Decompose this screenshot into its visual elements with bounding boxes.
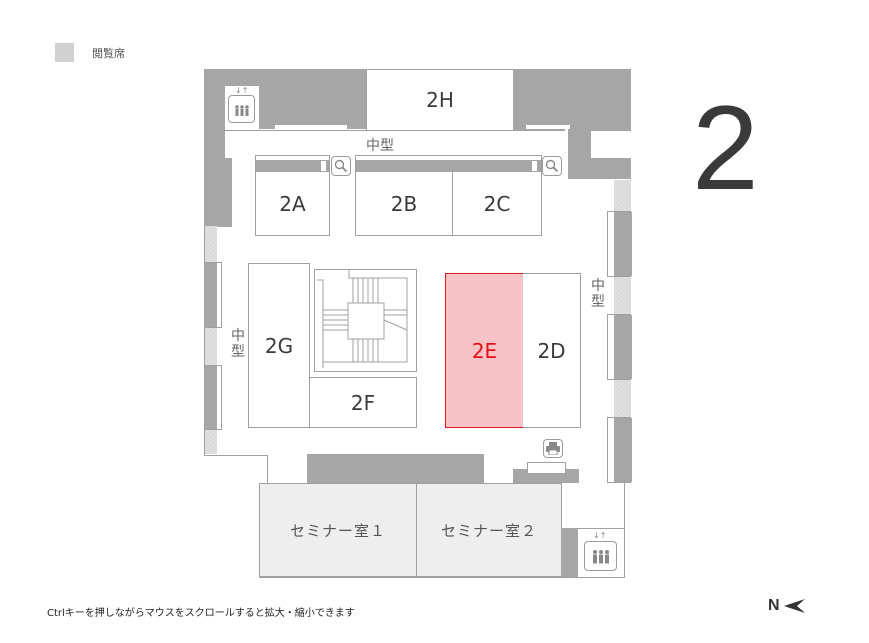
wall-outline: [259, 577, 625, 578]
area-label-right: 中型: [591, 278, 605, 310]
room-2F[interactable]: 2F: [309, 377, 417, 428]
area-label-left: 中型: [231, 328, 245, 360]
reading-seat-strip: [204, 226, 217, 262]
search-icon[interactable]: [542, 156, 562, 176]
wall-gap: [526, 125, 570, 129]
wall-outline: [578, 528, 625, 529]
reading-seat-strip: [614, 180, 631, 211]
corridor: [225, 130, 233, 158]
wall: [204, 365, 217, 430]
window-frame: [204, 365, 222, 430]
compass: N: [768, 597, 806, 615]
zoom-hint: Ctrlキーを押しながらマウスをスクロールすると拡大・縮小できます: [47, 608, 355, 619]
corridor: [565, 129, 568, 179]
seminar-room-1[interactable]: セミナー室１: [259, 483, 417, 577]
corridor: [591, 131, 631, 158]
elevator-arrows: ↓↑: [593, 531, 607, 540]
search-icon[interactable]: [331, 156, 351, 176]
reading-seat-strip: [614, 277, 631, 314]
corridor-line: [225, 130, 565, 131]
elevator-icon[interactable]: [228, 95, 255, 123]
elevator-icon[interactable]: [584, 541, 617, 571]
room-2C[interactable]: 2C: [452, 172, 542, 236]
legend-label: 閲覧席: [92, 47, 125, 60]
area-label-top: 中型: [366, 138, 394, 154]
wall-outline: [204, 226, 205, 456]
wall: [204, 262, 217, 328]
room-2D[interactable]: 2D: [523, 273, 581, 428]
wall-outline: [624, 483, 625, 578]
printer-table: [527, 462, 566, 474]
legend-swatch: [55, 43, 74, 62]
floor-number: 2: [692, 81, 759, 215]
wall: [513, 69, 631, 131]
north-arrow-icon: [783, 599, 805, 613]
north-label: N: [768, 597, 780, 614]
reading-seat-strip: [204, 430, 217, 454]
elevator-arrows: ↓↑: [235, 86, 249, 95]
room-2H[interactable]: 2H: [366, 69, 514, 131]
seminar-room-2[interactable]: セミナー室２: [416, 483, 562, 577]
window-frame: [607, 211, 632, 277]
shelf: [256, 160, 329, 172]
window-frame: [607, 417, 632, 483]
staircase: [314, 269, 417, 372]
window-frame: [607, 314, 632, 380]
room-2A[interactable]: 2A: [255, 155, 330, 236]
reading-seat-strip: [204, 328, 217, 365]
wall: [561, 528, 578, 577]
printer-icon[interactable]: [543, 439, 563, 458]
wall-gap: [275, 125, 347, 129]
room-label: 2A: [279, 192, 306, 216]
reading-seat-strip: [614, 380, 631, 417]
window-frame: [204, 262, 222, 328]
room-2G[interactable]: 2G: [248, 263, 310, 428]
wall: [307, 454, 484, 483]
room-2B[interactable]: 2B: [355, 172, 453, 236]
shelf: [356, 160, 541, 172]
wall-outline: [204, 455, 268, 456]
wall-outline: [267, 455, 268, 483]
room-2E[interactable]: 2E: [445, 273, 524, 428]
